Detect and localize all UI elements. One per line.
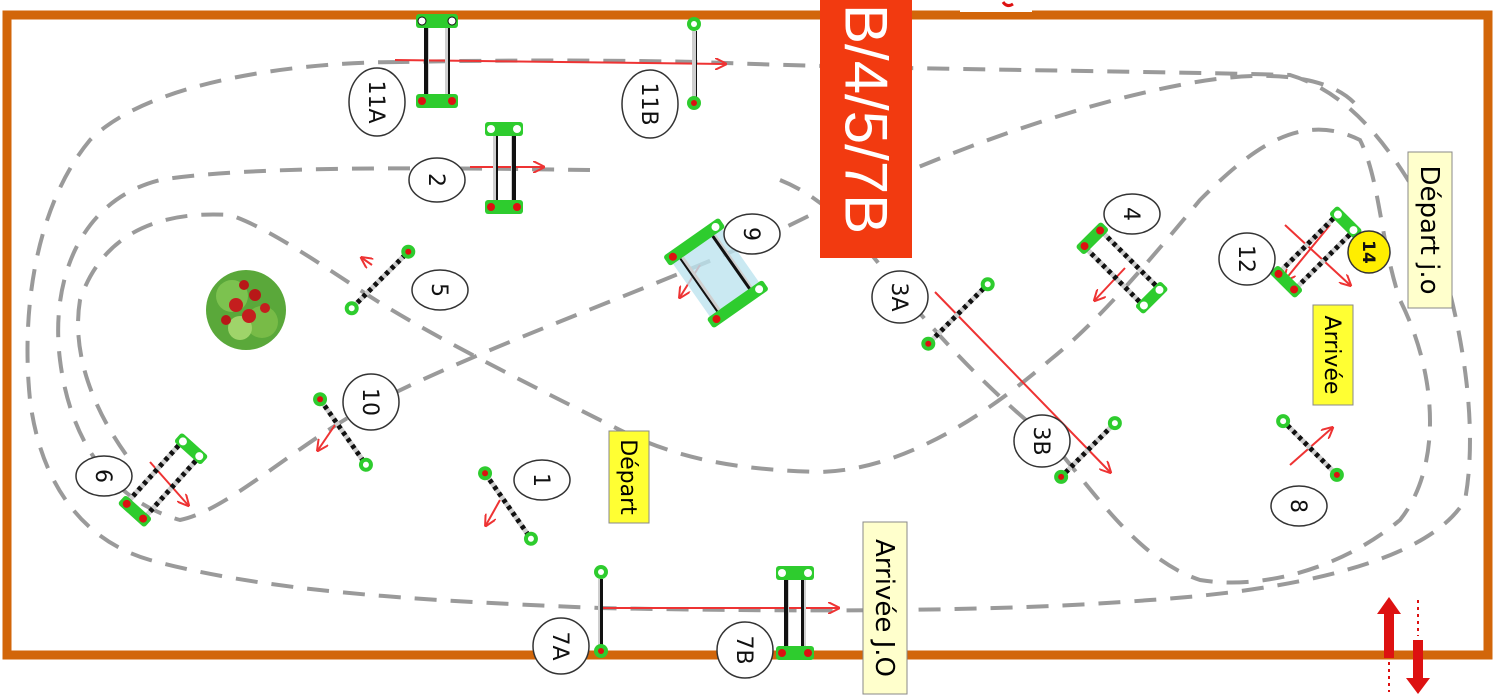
svg-text:3B: 3B (1028, 426, 1053, 455)
svg-text:3A: 3A (886, 282, 911, 311)
svg-text:2: 2 (423, 173, 448, 187)
svg-text:12: 12 (1233, 245, 1258, 273)
svg-text:Départ: Départ (615, 439, 640, 515)
banner: B/4/5/7B (820, 0, 912, 258)
label-arrivee-jo: Arrivée J.O (862, 521, 908, 695)
label-9: 9 (723, 213, 781, 255)
label-2: 2 (408, 157, 466, 203)
fence-1 (478, 466, 538, 546)
label-depart-jo: Départ j.o (1407, 151, 1453, 309)
label-12: 12 (1218, 232, 1276, 286)
direction-arrows-icon (1377, 597, 1430, 694)
fence-5 (344, 244, 416, 316)
tree-icon (206, 270, 286, 350)
svg-text:10: 10 (357, 388, 382, 416)
gate-mark (1001, 1, 1014, 8)
svg-text:7B: 7B (731, 635, 756, 664)
svg-text:7A: 7A (547, 631, 572, 660)
obstacle-labels: 11A 11B 2 9 5 10 6 1 7A 7B 3A 3B 4 12 14… (75, 67, 1391, 679)
label-5: 5 (411, 269, 469, 311)
svg-text:1: 1 (528, 473, 553, 487)
fence-3b (1054, 416, 1122, 484)
label-depart: Départ (608, 430, 650, 524)
fence-2 (485, 122, 523, 214)
label-3b: 3B (1013, 414, 1071, 468)
fence-6 (118, 433, 208, 527)
fence-11a (416, 14, 458, 108)
svg-text:5: 5 (426, 283, 451, 297)
fence-3a (921, 277, 995, 351)
fence-9 (664, 218, 768, 328)
label-6: 6 (75, 455, 133, 497)
svg-text:4: 4 (1118, 207, 1143, 221)
fence-8 (1276, 414, 1344, 482)
fence-7a (594, 565, 608, 658)
svg-text:6: 6 (90, 469, 115, 483)
svg-text:9: 9 (738, 227, 763, 241)
banner-text: B/4/5/7B (833, 4, 900, 234)
svg-text:Arrivée J.O: Arrivée J.O (869, 539, 899, 677)
label-11a: 11A (348, 67, 406, 137)
label-11b: 11B (621, 69, 679, 139)
badge-14: 14 (1347, 230, 1391, 274)
svg-text:Départ j.o: Départ j.o (1414, 166, 1444, 295)
riding-track (25, 58, 1472, 613)
fences (118, 14, 1362, 660)
label-7b: 7B (716, 621, 774, 679)
label-3a: 3A (871, 270, 929, 324)
label-4: 4 (1103, 193, 1161, 235)
svg-text:11A: 11A (363, 80, 388, 123)
label-1: 1 (513, 459, 571, 501)
arena-gate (960, 0, 1032, 12)
label-8: 8 (1270, 485, 1328, 527)
fence-7b (776, 566, 814, 660)
label-arrivee-right: Arrivée (1312, 304, 1354, 406)
fence-4 (1076, 222, 1168, 314)
fence-10 (313, 392, 373, 472)
svg-text:11B: 11B (636, 82, 661, 125)
svg-text:Arrivée: Arrivée (1319, 316, 1344, 395)
label-10: 10 (342, 373, 400, 431)
fence-12 (1270, 206, 1362, 298)
label-7a: 7A (532, 617, 590, 675)
svg-text:14: 14 (1358, 240, 1378, 264)
svg-text:8: 8 (1285, 499, 1310, 513)
fence-11b (687, 17, 701, 110)
